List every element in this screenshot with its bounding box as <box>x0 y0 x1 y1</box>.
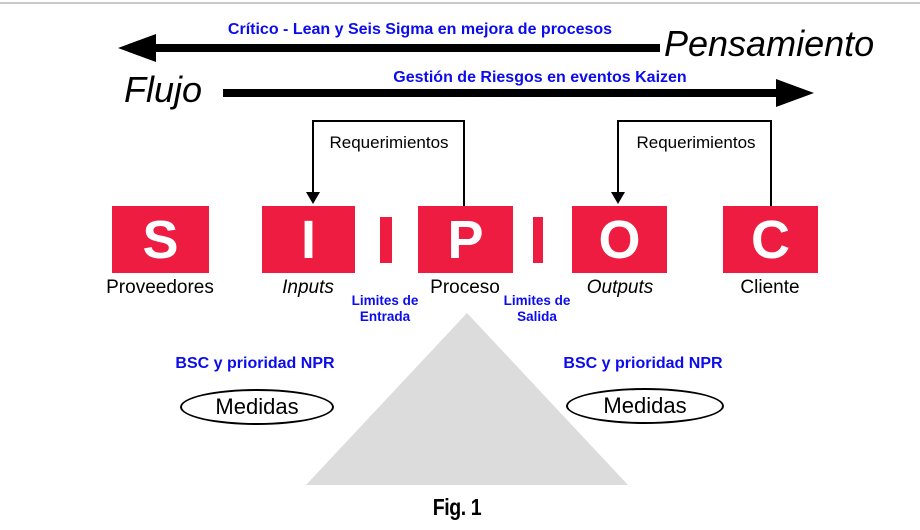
flow-arrow-shaft <box>223 89 778 97</box>
gestion-label: Gestión de Riesgos en eventos Kaizen <box>393 69 687 86</box>
thinking-arrow-left-head-icon <box>118 34 156 62</box>
right-req-bracket-top-line <box>618 120 772 122</box>
outputs-letter: O <box>598 209 641 270</box>
entry-limits-line1: Limites de <box>351 293 419 308</box>
exit-limits-line1: Limites de <box>503 293 571 308</box>
critico-label: Crítico - Lean y Seis Sigma en mejora de… <box>227 21 613 38</box>
pensamiento-label: Pensamiento <box>664 23 875 64</box>
left-bsc-label: BSC y prioridad NPR <box>175 355 335 372</box>
inputs-letter: I <box>300 209 316 270</box>
customer-letter: C <box>751 209 790 270</box>
customer-label: Cliente <box>740 277 800 298</box>
entry-limits-line2: Entrada <box>359 309 411 325</box>
right-req-down-arrow-icon <box>611 192 625 204</box>
suppliers-box: S <box>112 206 209 273</box>
left-measures-label: Medidas <box>215 394 299 419</box>
suppliers-letter: S <box>142 209 179 270</box>
right-req-bracket-down-line <box>617 120 619 194</box>
flow-arrow-right-head-icon <box>776 79 814 107</box>
input-boundary-bar <box>380 217 392 263</box>
outputs-box: O <box>572 206 667 273</box>
right-requirements-label: Requerimientos <box>636 133 756 152</box>
figure-caption: Fig. 1 <box>432 494 482 520</box>
process-letter: P <box>447 209 484 270</box>
entry-limits-label: Limites de Entrada <box>325 293 445 325</box>
thinking-arrow-shaft <box>148 44 660 52</box>
right-req-bracket-source-line <box>770 120 772 206</box>
right-measures-ellipse: Medidas <box>566 388 724 424</box>
inputs-box: I <box>262 206 355 273</box>
output-boundary-bar <box>533 217 543 263</box>
exit-limits-label: Limites de Salida <box>477 293 597 325</box>
outputs-label: Outputs <box>586 277 654 298</box>
left-req-bracket-down-line <box>312 120 314 194</box>
exit-limits-line2: Salida <box>517 309 557 325</box>
process-box: P <box>418 206 513 273</box>
suppliers-label: Proveedores <box>106 277 214 298</box>
left-req-bracket-top-line <box>313 120 465 122</box>
flujo-label: Flujo <box>124 69 203 110</box>
left-measures-ellipse: Medidas <box>180 389 334 425</box>
customer-box: C <box>723 206 818 273</box>
left-requirements-label: Requerimientos <box>329 133 449 152</box>
inputs-label: Inputs <box>282 277 334 298</box>
right-bsc-label: BSC y prioridad NPR <box>563 355 723 372</box>
process-label: Proceso <box>430 277 500 298</box>
left-req-bracket-source-line <box>463 120 465 206</box>
right-measures-label: Medidas <box>603 393 687 418</box>
left-req-down-arrow-icon <box>306 192 320 204</box>
top-border-line <box>0 2 920 4</box>
